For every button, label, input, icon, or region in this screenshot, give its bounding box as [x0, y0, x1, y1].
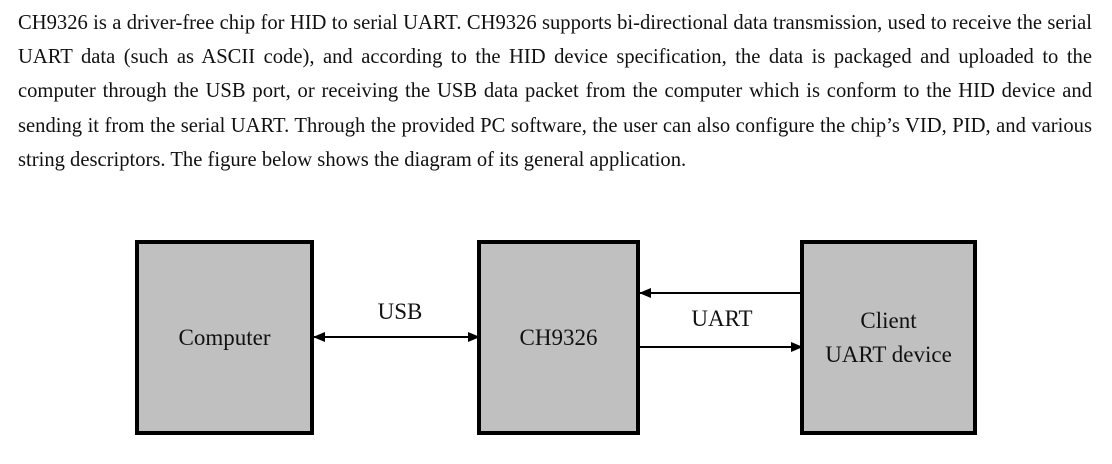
intro-paragraph: CH9326 is a driver-free chip for HID to … — [18, 12, 1092, 171]
computer-box: Computer — [135, 240, 314, 435]
chip-box: CH9326 — [477, 240, 640, 435]
client-device-box: Client UART device — [800, 240, 977, 435]
client-label-line2: UART device — [825, 341, 952, 367]
chip-label: CH9326 — [519, 324, 598, 350]
uart-label: UART — [691, 306, 753, 331]
usb-label: USB — [377, 299, 423, 324]
client-label-line1: Client — [860, 307, 917, 333]
computer-label: Computer — [178, 324, 271, 350]
